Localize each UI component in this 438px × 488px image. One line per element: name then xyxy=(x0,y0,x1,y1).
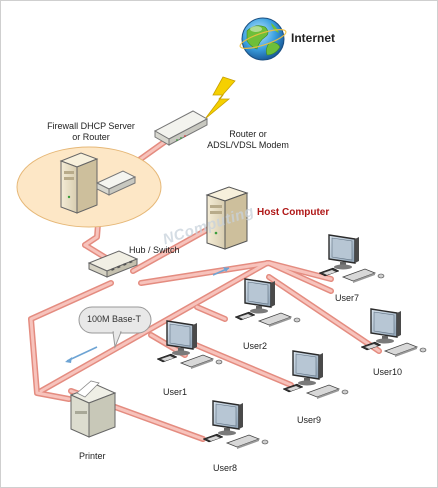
user7-label: User7 xyxy=(335,293,360,303)
workstation-user8[interactable] xyxy=(202,400,269,450)
workstation-user10[interactable] xyxy=(360,308,427,358)
user2-label: User2 xyxy=(243,341,268,351)
firewall-server-tower-icon[interactable] xyxy=(59,152,99,214)
firewall-label-line2: or Router xyxy=(72,132,110,142)
workstation-user1[interactable] xyxy=(156,320,223,370)
globe-icon[interactable] xyxy=(238,17,287,61)
user10-label: User10 xyxy=(373,367,403,377)
firewall-router-icon[interactable] xyxy=(95,170,137,196)
firewall-label: Firewall DHCP Server or Router xyxy=(37,121,145,143)
lightning-icon xyxy=(204,76,236,120)
printer-icon[interactable] xyxy=(69,380,117,438)
internet-label: Internet xyxy=(291,31,336,45)
host-computer-label: Host Computer xyxy=(257,207,330,218)
user9-label: User9 xyxy=(297,415,322,425)
router-label: Router or ADSL/VDSL Modem xyxy=(203,129,293,151)
flow-arrow-left-icon xyxy=(65,346,98,363)
hub-switch-icon[interactable] xyxy=(87,250,139,278)
printer-label: Printer xyxy=(79,451,106,461)
user1-label: User1 xyxy=(163,387,188,397)
router-label-line2: ADSL/VDSL Modem xyxy=(207,140,289,150)
network-type-label: 100M Base-T xyxy=(87,314,142,324)
network-type-callout xyxy=(78,306,152,349)
router-label-line1: Router or xyxy=(229,129,267,139)
workstation-user2[interactable] xyxy=(234,278,301,328)
firewall-label-line1: Firewall DHCP Server xyxy=(47,121,135,131)
user8-label: User8 xyxy=(213,463,238,473)
host-computer-tower-icon[interactable] xyxy=(205,186,249,250)
hub-switch-label: Hub / Switch xyxy=(129,245,180,255)
workstation-user9[interactable] xyxy=(282,350,349,400)
router-icon[interactable] xyxy=(153,110,209,146)
